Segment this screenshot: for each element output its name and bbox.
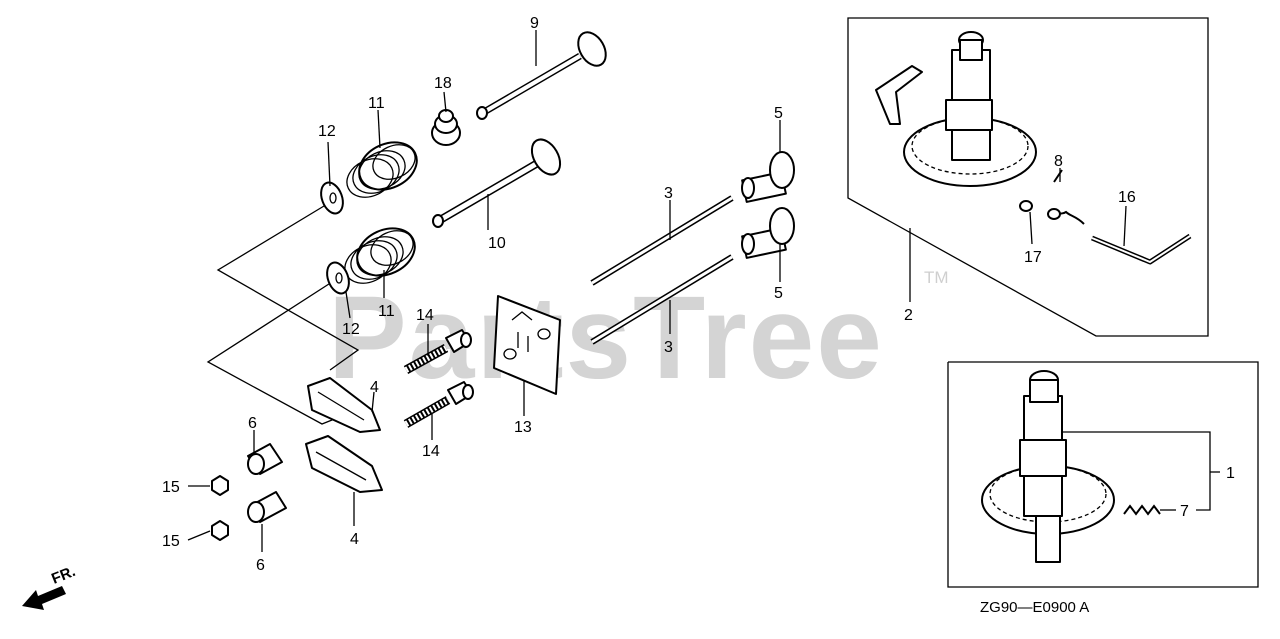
callout-6-upper: 6 — [248, 415, 257, 432]
callout-16: 16 — [1118, 189, 1136, 206]
front-direction-arrow-icon — [22, 586, 66, 610]
trademark: TM — [924, 268, 949, 287]
callout-6-lower: 6 — [256, 557, 265, 574]
pivot-lower — [247, 491, 287, 523]
callout-5-upper: 5 — [774, 105, 783, 122]
nut-upper — [211, 475, 229, 496]
callout-8: 8 — [1054, 153, 1063, 170]
camshaft — [981, 370, 1115, 563]
valve-spring-lower — [344, 227, 416, 284]
watermark: PartsTree — [328, 272, 884, 404]
callout-2: 2 — [904, 307, 913, 324]
diagram-code: ZG90—E0900 A — [980, 599, 1089, 616]
callout-15-upper: 15 — [162, 479, 180, 496]
rocker-arm-lower — [305, 435, 383, 493]
callout-4-upper: 4 — [370, 379, 379, 396]
callout-10: 10 — [488, 235, 506, 252]
tappet-lower — [741, 207, 795, 259]
pivot-bolt-upper — [403, 329, 472, 374]
callout-leaders — [187, 30, 1220, 552]
callout-18: 18 — [434, 75, 452, 92]
nut-lower — [211, 520, 229, 541]
weight-pin — [1019, 200, 1033, 212]
spring-retainer-lower — [326, 261, 350, 295]
valve-upper — [476, 31, 607, 120]
camshaft-assembly-upper — [875, 31, 1037, 187]
callout-4-lower: 4 — [350, 531, 359, 548]
callout-3-upper: 3 — [664, 185, 673, 202]
guide-plate — [493, 295, 561, 395]
pivot-upper — [247, 443, 283, 475]
rocker-arm-upper — [307, 377, 381, 433]
callout-12-lower: 12 — [342, 321, 360, 338]
camshaft-assembly-frame — [847, 17, 1209, 337]
camshaft-spring — [1123, 504, 1161, 516]
spring-retainer-upper — [320, 181, 344, 215]
callout-11-upper: 11 — [368, 95, 385, 112]
valve-lower — [432, 138, 562, 228]
callout-13: 13 — [514, 419, 532, 436]
front-direction-label: FR. — [49, 563, 78, 588]
tappet-upper — [741, 151, 795, 203]
callout-15-lower: 15 — [162, 533, 180, 550]
callout-7: 7 — [1180, 503, 1189, 520]
weight-spring — [1047, 169, 1085, 225]
callout-17: 17 — [1024, 249, 1042, 266]
callout-12-upper: 12 — [318, 123, 336, 140]
callout-1: 1 — [1226, 465, 1235, 482]
callout-3-lower: 3 — [664, 339, 673, 356]
valve-stem-seal — [431, 109, 461, 146]
callout-5-lower: 5 — [774, 285, 783, 302]
valve-spring-upper — [346, 141, 418, 198]
callout-14-lower: 14 — [422, 443, 440, 460]
callout-11-lower: 11 — [378, 303, 395, 320]
camshaft-frame — [947, 361, 1259, 588]
callout-14-upper: 14 — [416, 307, 434, 324]
callout-9: 9 — [530, 15, 539, 32]
callout-labels: 9 18 11 12 10 11 12 3 3 5 5 14 14 13 4 4… — [162, 15, 1235, 574]
pivot-bolt-lower — [403, 381, 474, 428]
